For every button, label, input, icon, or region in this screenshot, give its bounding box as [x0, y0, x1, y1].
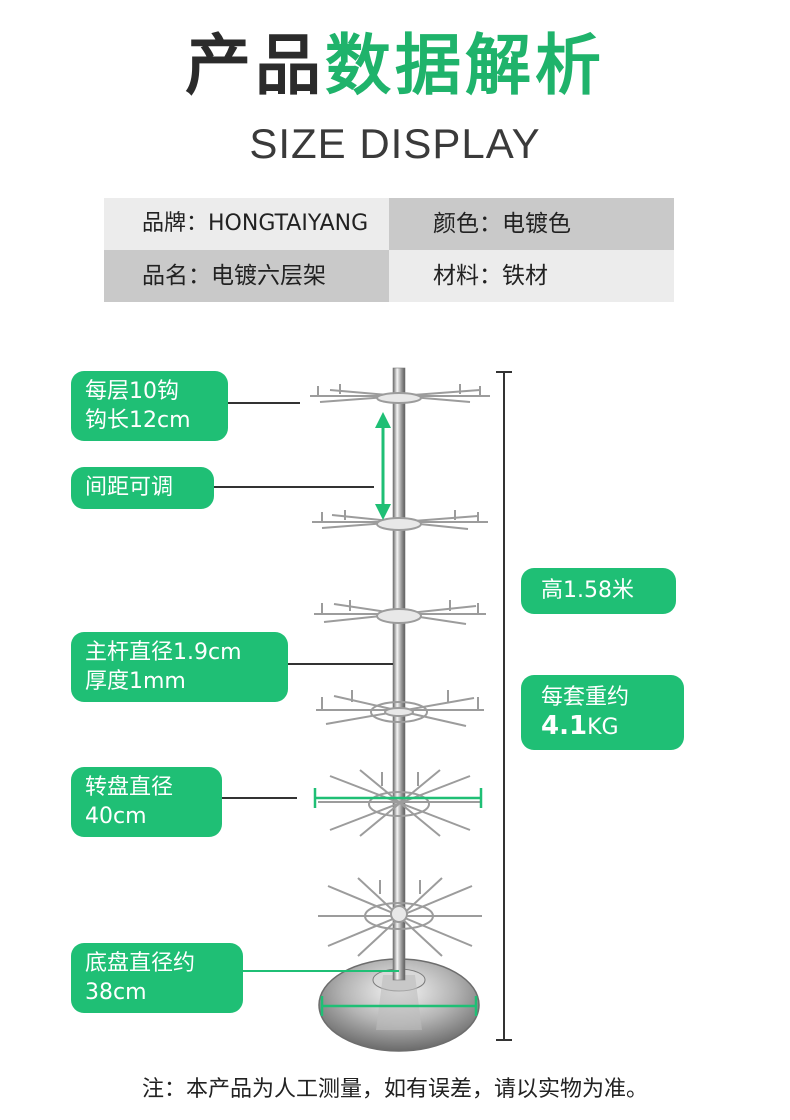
spacing-arrow [375, 412, 391, 520]
rack-tier-2 [312, 510, 488, 531]
callout-turntable-line2: 40cm [85, 804, 147, 829]
height-bracket [496, 371, 512, 1041]
spec-product-name: 品名：电镀六层架 [104, 250, 389, 302]
weight-unit: KG [587, 715, 619, 740]
callout-spacing-line1: 间距可调 [85, 475, 174, 500]
rack-pole [392, 367, 406, 981]
rack-tier-3 [314, 600, 486, 625]
rack-tier-1 [310, 384, 490, 404]
weight-number: 4.1 [541, 711, 588, 741]
disclaimer-note: 注：本产品为人工测量，如有误差，请以实物为准。 [141, 1077, 648, 1102]
callout-spacing: 间距可调 [71, 467, 214, 509]
callout-hooks: 每层10钩 钩长12cm [71, 371, 228, 441]
spec-table: 品牌：HONGTAIYANG 颜色：电镀色 品名：电镀六层架 材料：铁材 [104, 198, 674, 302]
rack-tier-4 [316, 690, 484, 727]
rack-tier-6 [318, 877, 482, 957]
callout-hooks-line2: 钩长12cm [85, 408, 191, 433]
callout-weight: 每套重约 4.1KG [521, 675, 684, 750]
callout-height: 高1.58米 [521, 568, 676, 614]
callout-height-line1: 高1.58米 [541, 578, 634, 603]
callout-turntable-line1: 转盘直径 [85, 775, 174, 800]
rack-tier-5 [318, 769, 482, 837]
callout-weight-line1: 每套重约 [541, 685, 630, 710]
turntable-diameter-marker [313, 788, 483, 808]
callout-pole: 主杆直径1.9cm 厚度1mm [71, 632, 288, 702]
spec-brand: 品牌：HONGTAIYANG [104, 198, 389, 250]
base-diameter-marker [320, 996, 478, 1016]
callout-base-line1: 底盘直径约 [85, 951, 196, 976]
spec-material: 材料：铁材 [389, 250, 674, 302]
title-dark-part: 产品 [185, 27, 325, 104]
callout-hooks-line1: 每层10钩 [85, 379, 179, 404]
callout-base-line2: 38cm [85, 980, 147, 1005]
callout-base: 底盘直径约 38cm [71, 943, 243, 1013]
callout-weight-line2: 4.1KG [541, 712, 670, 742]
callout-turntable: 转盘直径 40cm [71, 767, 222, 837]
spec-color: 颜色：电镀色 [389, 198, 674, 250]
title-green-part: 数据解析 [325, 27, 605, 104]
callout-pole-line2: 厚度1mm [85, 669, 186, 694]
callout-leader-lines [214, 402, 393, 799]
callout-pole-line1: 主杆直径1.9cm [85, 640, 242, 665]
page-title: 产品数据解析 [0, 26, 790, 106]
page-subtitle: SIZE DISPLAY [249, 120, 541, 167]
